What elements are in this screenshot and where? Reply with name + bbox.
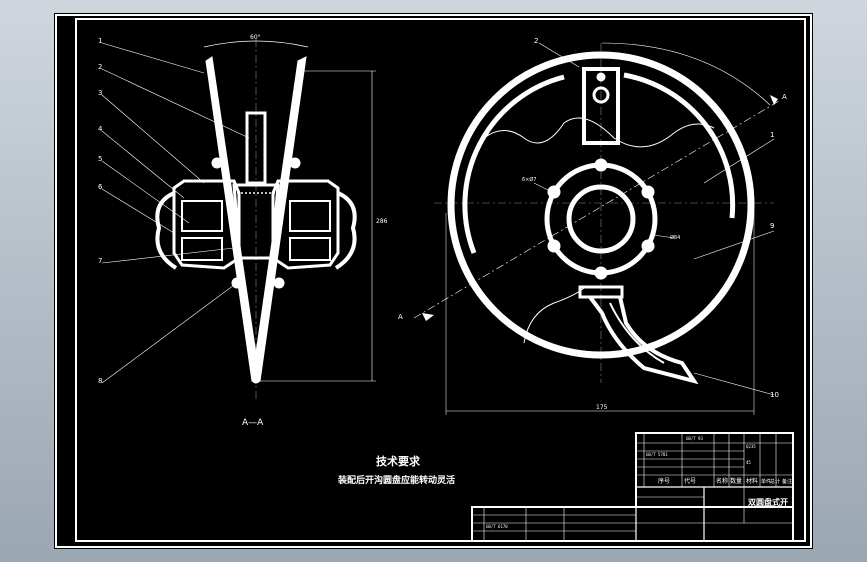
tb-text-1: GB/T 5781 bbox=[646, 452, 668, 457]
section-view-a-a bbox=[101, 39, 376, 399]
tb-header-code: 代号 bbox=[684, 477, 696, 485]
dim-hole-note: 6×Ø7 bbox=[522, 176, 537, 183]
tb-header-total: 总计 bbox=[770, 478, 780, 485]
balloon-5: 5 bbox=[98, 155, 102, 163]
inner-frame bbox=[75, 18, 806, 542]
balloon-r-2: 2 bbox=[534, 37, 538, 45]
balloon-4: 4 bbox=[98, 125, 103, 133]
outer-frame bbox=[55, 14, 812, 548]
dim-height: 286 bbox=[376, 218, 388, 225]
tb-header-note: 备注 bbox=[782, 478, 792, 485]
section-mark-a-right: A bbox=[782, 93, 787, 101]
drawing-sheet: 1 2 3 4 5 6 7 8 60° 286 A—A bbox=[54, 13, 813, 549]
balloon-7: 7 bbox=[98, 257, 102, 265]
disc-front-view bbox=[413, 42, 780, 415]
balloon-3: 3 bbox=[98, 89, 102, 97]
tb-text-4: Q235 bbox=[746, 444, 756, 449]
title-block bbox=[471, 432, 794, 542]
tb-header-unit: 单件 bbox=[761, 478, 771, 485]
title-block-text: 序号 代号 名称 数量 材料 单件 总计 备注 GB/T 5781 GB/T 9… bbox=[486, 436, 792, 529]
section-mark-a-left: A bbox=[398, 313, 403, 321]
tb-text-2: GB/T 93 bbox=[686, 436, 703, 441]
tech-req-text: 装配后开沟圆盘应能转动灵活 bbox=[337, 474, 455, 486]
balloon-2: 2 bbox=[98, 63, 102, 71]
dim-bottom-width: 175 bbox=[596, 404, 608, 411]
left-balloon-labels: 1 2 3 4 5 6 7 8 bbox=[98, 37, 103, 385]
balloon-1: 1 bbox=[98, 37, 102, 45]
balloon-r-9: 9 bbox=[770, 222, 774, 230]
tb-text-3: GB/T 6170 bbox=[486, 524, 508, 529]
tb-header-qty: 数量 bbox=[730, 477, 742, 485]
tb-part-name: 双圆盘式开 bbox=[748, 497, 788, 507]
tb-header-seq: 序号 bbox=[658, 477, 670, 485]
balloon-r-1: 1 bbox=[770, 131, 774, 139]
tb-text-5: 45 bbox=[746, 460, 751, 465]
section-view-label: A—A bbox=[242, 418, 264, 428]
tb-header-material: 材料 bbox=[746, 477, 758, 485]
balloon-r-10: 10 bbox=[770, 391, 779, 399]
tb-header-name: 名称 bbox=[716, 477, 728, 485]
dim-top-angle: 60° bbox=[250, 34, 261, 41]
balloon-8: 8 bbox=[98, 377, 102, 385]
right-balloon-labels: 2 1 9 10 bbox=[534, 37, 779, 399]
cad-drawing: 1 2 3 4 5 6 7 8 60° 286 A—A bbox=[55, 14, 812, 548]
dim-bolt-circle: Ø84 bbox=[670, 234, 680, 241]
balloon-6: 6 bbox=[98, 183, 103, 191]
tech-req-title: 技术要求 bbox=[376, 454, 421, 468]
